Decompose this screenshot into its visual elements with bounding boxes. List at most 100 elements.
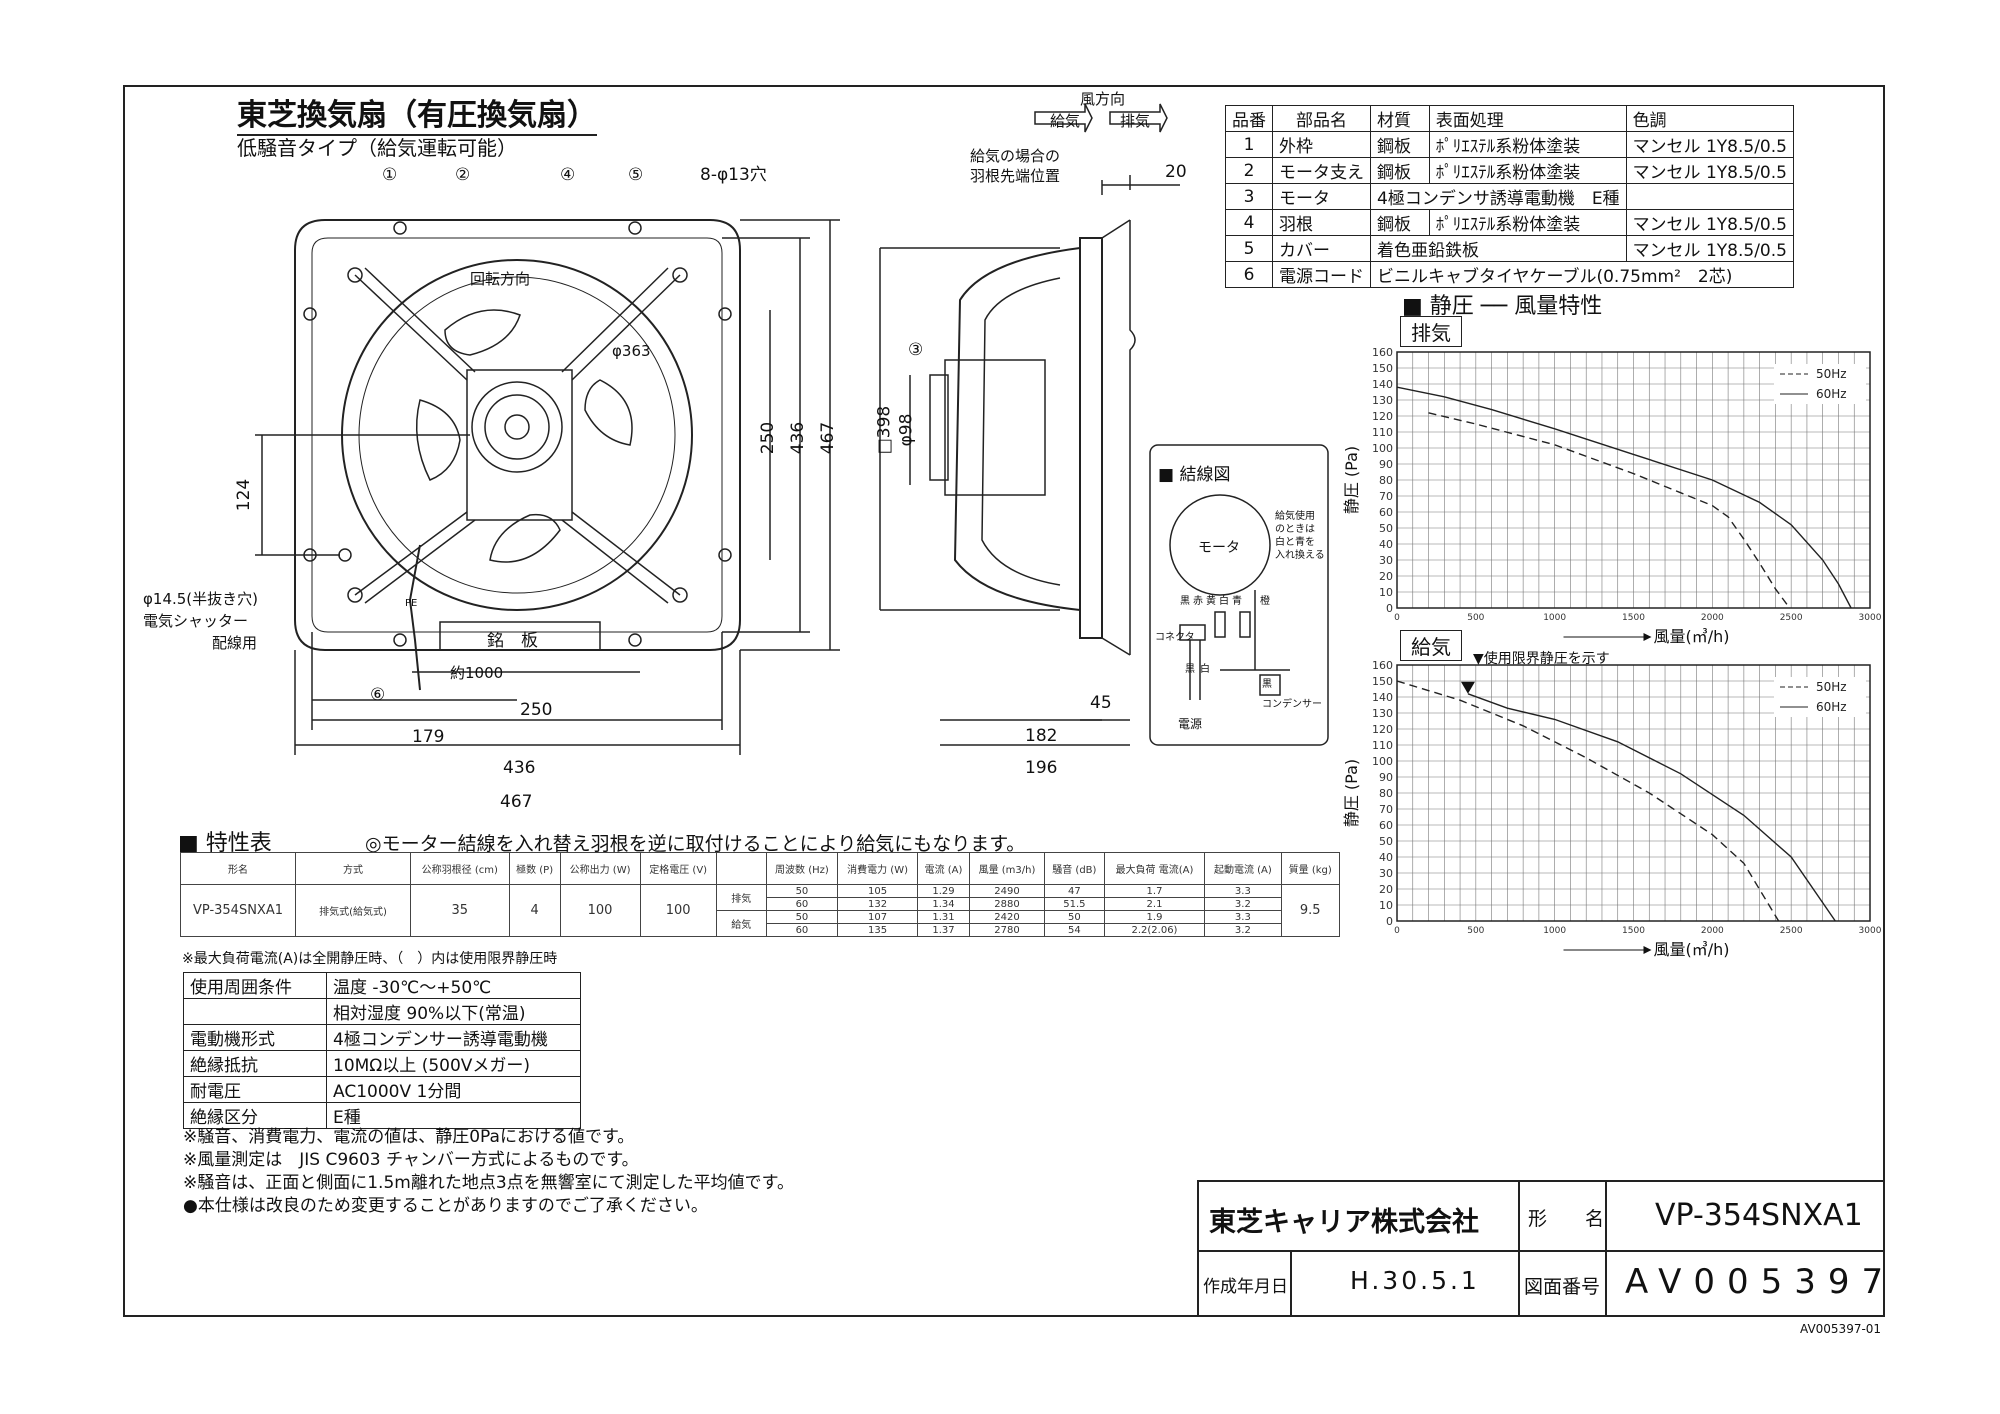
spec-heading: ■ 特性表 <box>178 831 272 856</box>
conditions-label: 使用周囲条件 <box>183 972 327 999</box>
parts-cell: 1 <box>1225 131 1273 158</box>
conditions-label: 絶縁抵抗 <box>183 1050 327 1077</box>
wiring-note-3: 白と青を <box>1275 537 1315 548</box>
exhaust-arrow-label: 排気 <box>1120 112 1151 130</box>
series-line-50Hz <box>1428 412 1791 609</box>
callout-3: ③ <box>908 340 924 360</box>
wire-1: 黒 <box>1180 596 1190 607</box>
series-line-60Hz <box>1467 693 1836 922</box>
spec-cell: 135 <box>837 923 919 937</box>
spec-header-cell: 公称羽根径 (cm) <box>410 852 510 885</box>
chart-title-supply: 給気 <box>1400 630 1462 661</box>
parts-cell: 電源コード <box>1272 261 1371 288</box>
spec-cell: 1.34 <box>917 897 970 911</box>
y-tick-label: 0 <box>1386 602 1393 615</box>
y-tick-label: 90 <box>1379 771 1393 784</box>
limit-annotation: ▼使用限界静圧を示す <box>1473 651 1610 667</box>
shutter-label-2: 配線用 <box>212 634 258 652</box>
y-tick-label: 90 <box>1379 458 1393 471</box>
parts-cell: マンセル 1Y8.5/0.5 <box>1625 157 1794 184</box>
date-label: 作成年月日 <box>1203 1277 1288 1297</box>
dim-182: 182 <box>1025 726 1058 746</box>
spec-cell: 60 <box>765 923 839 937</box>
y-tick-label: 50 <box>1379 835 1393 848</box>
y-tick-label: 60 <box>1379 506 1393 519</box>
x-tick-label: 0 <box>1394 926 1400 936</box>
spec-header-cell: 極数 (P) <box>508 852 561 885</box>
wiring-note-1: 給気使用 <box>1275 511 1315 522</box>
x-tick-label: 2000 <box>1701 926 1724 936</box>
y-tick-label: 100 <box>1372 755 1393 768</box>
spec-header-cell: 消費電力 (W) <box>837 852 919 885</box>
y-tick-label: 130 <box>1372 707 1393 720</box>
spec-header-cell: 公称出力 (W) <box>559 852 641 885</box>
parts-cell: 6 <box>1225 261 1273 288</box>
y-tick-label: 100 <box>1372 442 1393 455</box>
parts-cell: 5 <box>1225 235 1273 262</box>
date-value: H.30.5.1 <box>1350 1266 1480 1295</box>
spec-mode-exhaust: 排気 <box>715 884 767 911</box>
limit-marker <box>1460 681 1475 694</box>
series-line-60Hz <box>1396 386 1852 609</box>
parts-cell: 4極コンデンサ誘導電動機 E種 <box>1370 183 1627 210</box>
dim-179: 179 <box>412 727 445 747</box>
conditions-value: 相対湿度 90%以下(常温) <box>326 998 581 1025</box>
spec-method: 排気式(給気式) <box>295 884 411 937</box>
drawing-number-label: 図面番号 <box>1524 1276 1601 1298</box>
parts-row: 3 モータ 4極コンデンサ誘導電動機 E種 <box>1225 183 1794 210</box>
parts-cell: ビニルキャブタイヤケーブル(0.75mm² 2芯) <box>1370 261 1794 288</box>
x-tick-label: 0 <box>1394 613 1400 623</box>
y-tick-label: 120 <box>1372 410 1393 423</box>
wiring-note-4: 入れ換える <box>1275 550 1325 561</box>
spec-cell: 2490 <box>969 884 1045 898</box>
spec-header-cell: 定格電圧 (V) <box>639 852 717 885</box>
drawing-frame <box>123 85 1885 1317</box>
note-3: ※騒音は、正面と側面に1.5m離れた地点3点を無響室にて測定した平均値です。 <box>183 1173 794 1193</box>
wiring-capacitor: コンデンサー <box>1262 699 1322 710</box>
wire-6: 橙 <box>1260 596 1270 607</box>
spec-blade: 35 <box>410 884 510 937</box>
dim-196: 196 <box>1025 758 1058 778</box>
title-block <box>1197 1180 1885 1317</box>
y-tick-label: 30 <box>1379 554 1393 567</box>
holes-label: 8-φ13穴 <box>700 165 767 185</box>
spec-cell: 50 <box>1044 910 1105 924</box>
note-4: ●本仕様は改良のため変更することがありますのでご了承ください。 <box>183 1196 708 1216</box>
x-tick-label: 1000 <box>1543 613 1566 623</box>
y-tick-label: 130 <box>1372 394 1393 407</box>
wind-direction-label: 風方向 <box>1080 90 1126 108</box>
legend-label: 50Hz <box>1816 680 1847 694</box>
spec-cell: 2880 <box>969 897 1045 911</box>
legend-label: 60Hz <box>1816 700 1847 714</box>
spec-cell: 2780 <box>969 923 1045 937</box>
dim-45: 45 <box>1090 693 1112 713</box>
conditions-value: E種 <box>326 1102 581 1129</box>
wiring-motor: モータ <box>1198 540 1240 556</box>
spec-poles: 4 <box>508 884 561 937</box>
spec-cell: 50 <box>765 910 839 924</box>
x-tick-label: 3000 <box>1859 926 1882 936</box>
spec-cell: 60 <box>765 897 839 911</box>
parts-cell: マンセル 1Y8.5/0.5 <box>1625 131 1794 158</box>
wire-3: 黄 <box>1206 596 1216 607</box>
wire-2: 赤 <box>1193 596 1203 607</box>
legend-box <box>1774 677 1866 717</box>
parts-cell: マンセル 1Y8.5/0.5 <box>1625 209 1794 236</box>
parts-header-cell: 品番 <box>1225 105 1273 132</box>
legend-label: 60Hz <box>1816 387 1847 401</box>
y-tick-label: 160 <box>1372 346 1393 359</box>
wiring-power: 電源 <box>1178 717 1203 731</box>
spec-footnote: ※最大負荷電流(A)は全開静圧時、（ ）内は使用限界静圧時 <box>182 951 558 967</box>
callout-4: ④ <box>560 165 576 185</box>
y-tick-label: 160 <box>1372 659 1393 672</box>
blade-tip-label-2: 羽根先端位置 <box>970 167 1061 185</box>
series-line-50Hz <box>1396 680 1780 922</box>
x-axis-label: 風量(㎥/h) <box>1654 940 1730 959</box>
spec-header-cell: 形名 <box>180 852 296 885</box>
y-tick-label: 10 <box>1379 586 1393 599</box>
spec-cell: 2420 <box>969 910 1045 924</box>
chart-title-exhaust: 排気 <box>1400 316 1462 347</box>
spec-row: 60 135 1.37 2780 54 2.2(2.06) 3.2 <box>181 923 1340 937</box>
